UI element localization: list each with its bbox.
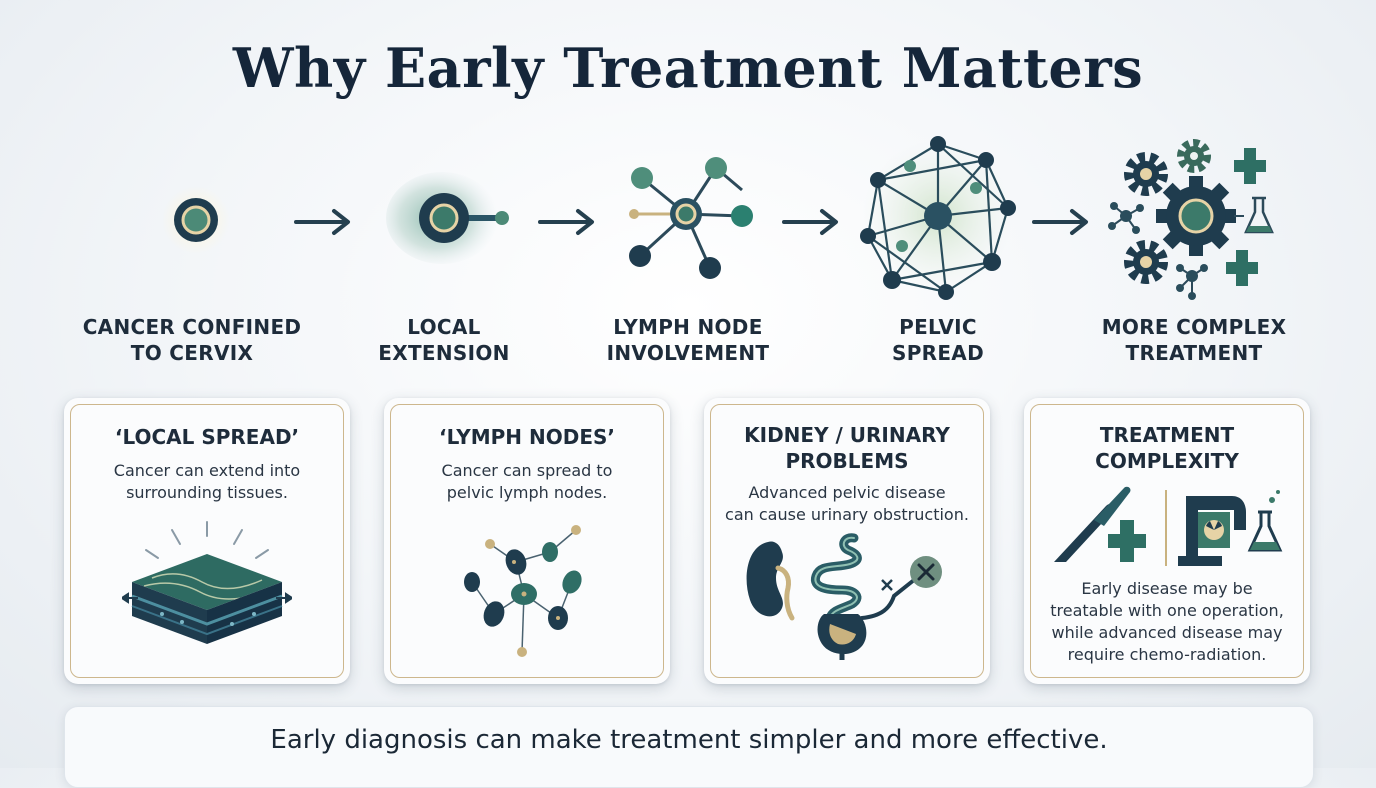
card-text: Advanced pelvic disease bbox=[748, 483, 946, 502]
local-extension-icon bbox=[386, 172, 509, 264]
complex-treatment-icon bbox=[1108, 139, 1274, 300]
card-local-spread: ‘LOCAL SPREAD’ Cancer can extend into su… bbox=[64, 398, 350, 684]
card-text: Cancer can spread to bbox=[441, 461, 613, 480]
banner-text: Early diagnosis can make treatment simpl… bbox=[270, 725, 1108, 755]
stage-label-complex-treatment: More complex treatment bbox=[1101, 315, 1287, 365]
card-lymph-nodes: ‘LYMPH NODES’ Cancer can spread to pelvi… bbox=[384, 398, 670, 684]
arrow-right-icon bbox=[1032, 209, 1088, 235]
card-text: pelvic lymph nodes. bbox=[446, 483, 608, 502]
card-text: while advanced disease may bbox=[1051, 623, 1283, 642]
card-text: can cause urinary obstruction. bbox=[725, 505, 969, 524]
stage-label-pelvic-spread: Pelvic spread bbox=[891, 315, 984, 365]
arrow-right-icon bbox=[294, 209, 350, 235]
arrow-right-icon bbox=[782, 209, 838, 235]
card-text: Early disease may be bbox=[1081, 579, 1253, 598]
card-treatment-complexity: TREATMENT COMPLEXITY Early disease may b… bbox=[1024, 398, 1310, 684]
pelvic-spread-network-icon bbox=[860, 136, 1016, 300]
single-cell-icon bbox=[162, 186, 230, 254]
arrow-right-icon bbox=[538, 209, 594, 235]
card-text: surrounding tissues. bbox=[126, 483, 288, 502]
page-title: Why Early Treatment Matters bbox=[232, 36, 1144, 100]
tissue-layers-icon bbox=[122, 521, 292, 644]
stage-label-local-extension: Local extension bbox=[378, 315, 510, 365]
summary-banner: Early diagnosis can make treatment simpl… bbox=[64, 706, 1314, 788]
card-title: TREATMENT bbox=[1099, 423, 1235, 447]
card-title: KIDNEY / URINARY bbox=[744, 423, 950, 447]
card-title: PROBLEMS bbox=[785, 449, 909, 473]
card-title: ‘LYMPH NODES’ bbox=[439, 425, 615, 449]
lymph-network-icon bbox=[629, 157, 753, 279]
card-title: ‘LOCAL SPREAD’ bbox=[114, 425, 300, 449]
kidney-bladder-icon bbox=[746, 533, 942, 660]
stage-label-confined: Cancer confined to cervix bbox=[82, 315, 302, 365]
card-title: COMPLEXITY bbox=[1095, 449, 1239, 473]
stage-label-lymph-node: Lymph node involvement bbox=[606, 315, 770, 365]
card-text: treatable with one operation, bbox=[1050, 601, 1284, 620]
lymph-nodes-icon bbox=[464, 525, 582, 657]
card-text: require chemo-radiation. bbox=[1067, 645, 1267, 664]
card-kidney-urinary: KIDNEY / URINARY PROBLEMS Advanced pelvi… bbox=[704, 398, 990, 684]
card-text: Cancer can extend into bbox=[113, 461, 301, 480]
scalpel-radiation-icon bbox=[1054, 486, 1283, 566]
